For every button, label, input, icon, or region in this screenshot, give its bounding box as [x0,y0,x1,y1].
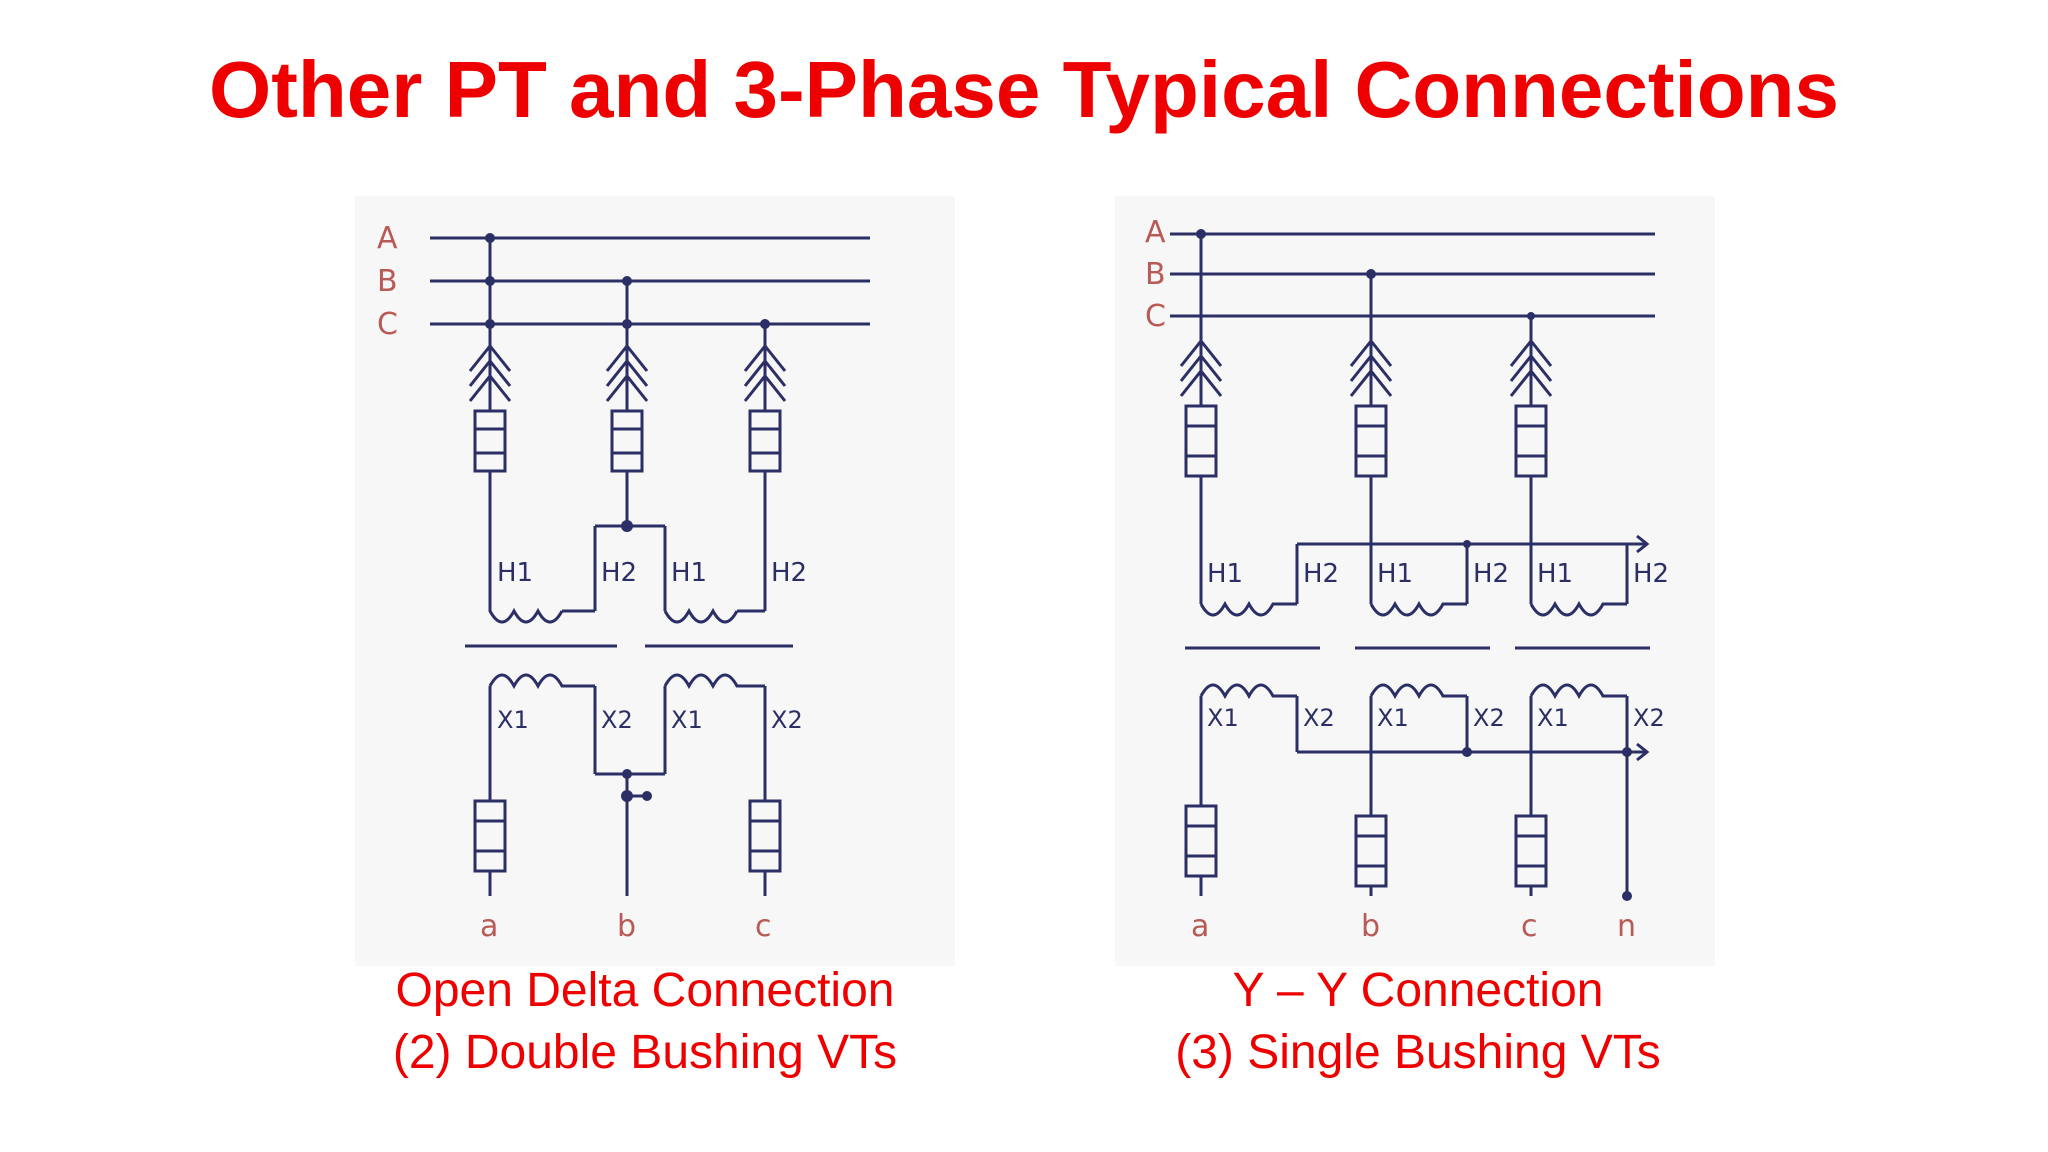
output-label-c: c [1521,909,1538,944]
output-label-b: b [617,909,636,944]
terminal-label-h2: H2 [1633,559,1669,589]
terminal-label-x1: X1 [1537,704,1569,732]
output-label-a: a [480,909,498,944]
open-delta-schematic: A B C H1 H2 H1 H2 X1 X2 X1 X2 a b c [377,221,870,944]
bus-label-c: C [1145,299,1166,334]
terminal-label-h1: H1 [497,558,533,588]
terminal-label-h1: H1 [1537,559,1573,589]
caption-line-1: Y – Y Connection [1232,964,1604,1017]
terminal-label-x2: X2 [601,706,633,734]
slide-title: Other PT and 3-Phase Typical Connections [209,45,1839,134]
bus-label-c: C [377,307,398,342]
terminal-label-h1: H1 [1207,559,1243,589]
terminal-label-x2: X2 [771,706,803,734]
caption-line-2: (2) Double Bushing VTs [392,1026,898,1079]
terminal-label-x2: X2 [1303,704,1335,732]
terminal-label-x1: X1 [1377,704,1409,732]
output-label-b: b [1361,909,1380,944]
bus-label-b: B [1145,257,1166,292]
y-y-schematic: A B C H1 H2 H1 H2 H1 H2 X1 X2 X1 X2 X1 X… [1145,215,1669,944]
terminal-label-h2: H2 [1303,559,1339,589]
terminal-label-x1: X1 [497,706,529,734]
output-label-n: n [1617,909,1636,944]
open-delta-diagram: A B C H1 H2 H1 H2 X1 X2 X1 X2 a b c [355,196,955,966]
caption-line-1: Open Delta Connection [395,964,895,1017]
terminal-label-h2: H2 [1473,559,1509,589]
terminal-label-x1: X1 [671,706,703,734]
y-y-caption: Y – Y Connection (3) Single Bushing VTs [1038,960,1798,1084]
bus-label-b: B [377,264,398,299]
terminal-label-h2: H2 [771,558,807,588]
y-y-diagram: A B C H1 H2 H1 H2 H1 H2 X1 X2 X1 X2 X1 X… [1115,196,1715,966]
open-delta-caption: Open Delta Connection (2) Double Bushing… [265,960,1025,1084]
terminal-label-x2: X2 [1473,704,1505,732]
terminal-label-h1: H1 [1377,559,1413,589]
terminal-label-h2: H2 [601,558,637,588]
output-label-a: a [1191,909,1209,944]
terminal-label-x2: X2 [1633,704,1665,732]
output-label-c: c [755,909,772,944]
terminal-label-h1: H1 [671,558,707,588]
caption-line-2: (3) Single Bushing VTs [1175,1026,1661,1079]
terminal-label-x1: X1 [1207,704,1239,732]
bus-label-a: A [377,221,398,256]
bus-label-a: A [1145,215,1166,250]
